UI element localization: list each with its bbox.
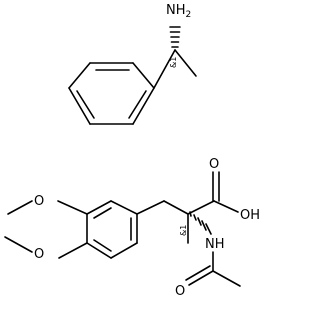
benzene-ring-2 [86,200,138,259]
carboxyl-oxygen: O [209,157,219,172]
amide-nh-label: NH [205,237,225,252]
bond-methoxy-bottom-methyl [4,236,33,253]
methoxy-oxygen-bottom: O [34,247,44,262]
dimethoxyphenyl-amino-acid-molecule: O O &1 O OH NH O [4,157,260,299]
stereo-label-2: &1 [179,225,188,236]
amide-oxygen: O [175,284,185,299]
bond-ring-to-methoxy-bottom [58,242,88,259]
bond-ring-to-ch2 [136,200,165,215]
hashed-wedge-bond-nh [189,211,212,235]
phenylethylamine-molecule: NH2 &1 [68,3,197,125]
hashed-wedge-bond-nh2 [169,26,181,48]
bond-amide-c-to-o [188,270,214,286]
bond-ch2-to-alpha-carbon [163,200,189,215]
chemical-structure-diagram: NH2 &1 O O [4,3,260,299]
bond-alpha-to-carboxyl-carbon [187,200,215,215]
bond-ring-to-methoxy-top [57,200,88,215]
amine-label: NH2 [166,3,191,20]
bond-amide-c-to-o-double [185,265,211,281]
bond-carboxyl-c-to-oh [213,200,239,213]
bond-ring-to-chiral-carbon [153,49,176,89]
bond-amide-c-to-methyl [212,270,241,287]
stereo-label-1: &1 [169,57,178,68]
bond-chiral-to-methyl [174,49,197,77]
hydroxyl-label: OH [240,208,260,223]
bond-methoxy-top-methyl [7,200,33,215]
benzene-ring-1 [68,62,155,125]
methoxy-oxygen-top: O [34,194,44,209]
